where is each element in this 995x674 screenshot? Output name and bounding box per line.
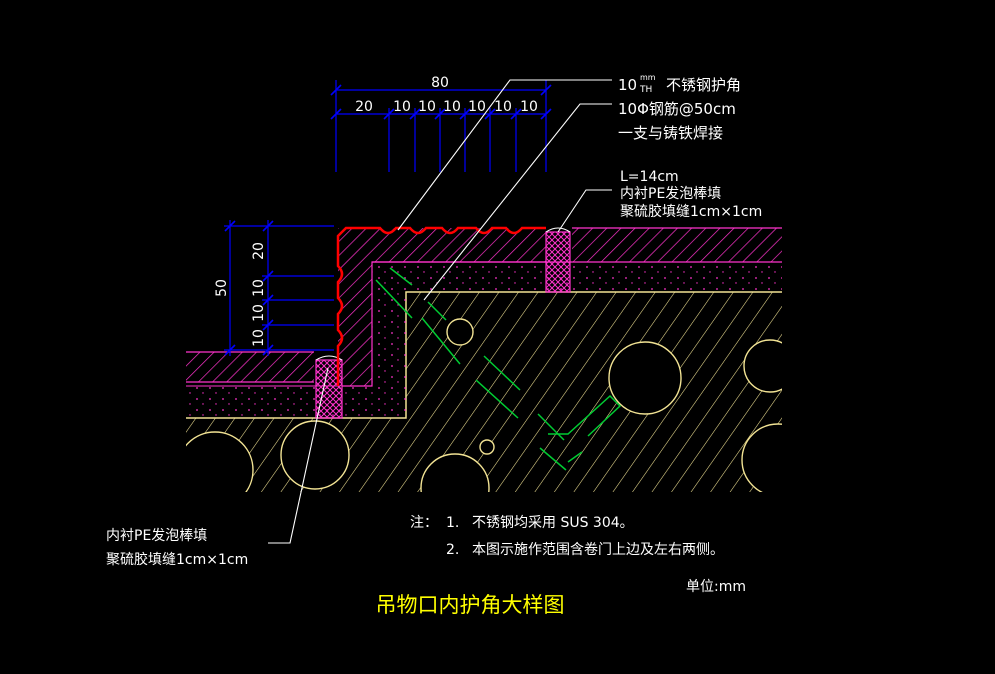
top-dim-seg: 10	[494, 99, 512, 115]
corner-guard-text: 不锈钢护角	[666, 76, 741, 94]
callout-filler-right-line1: 内衬PE发泡棒填	[620, 186, 721, 202]
top-dim-seg: 20	[355, 99, 373, 115]
callout-corner-guard: 10 mm TH 不锈钢护角	[618, 73, 741, 95]
drawing-title: 吊物口内护角大样图	[376, 593, 565, 617]
note-2-text: 本图示施作范围含卷门上边及左右两侧。	[472, 541, 724, 558]
left-dim-seg: 10	[251, 279, 267, 297]
left-dim-seg: 10	[251, 329, 267, 347]
callout-filler-left-line1: 内衬PE发泡棒填	[106, 528, 207, 544]
top-dim-seg: 10	[468, 99, 486, 115]
rebar-anchors	[375, 267, 622, 471]
corner-guard-size: 10	[618, 76, 637, 94]
top-dim-seg: 10	[418, 99, 436, 115]
left-dim-seg: 10	[251, 304, 267, 322]
callout-length: L=14cm	[620, 169, 679, 185]
floor-finish	[186, 227, 782, 383]
left-dim-seg: 20	[251, 242, 267, 260]
top-dim-seg: 10	[393, 99, 411, 115]
sealant-joint-right	[545, 227, 571, 293]
left-dim-total: 50	[214, 279, 230, 297]
top-dim-segments: 20 10 10 10 10 10 10	[355, 99, 538, 115]
note-1-num: 1.	[446, 515, 459, 531]
notes-prefix: 注：	[410, 515, 438, 531]
top-dim-total: 80	[431, 75, 449, 91]
left-dim-segments: 20 10 10 10	[251, 242, 267, 347]
callout-rebar-line2: 一支与铸铁焊接	[618, 124, 723, 142]
top-dimension-chain	[330, 80, 552, 172]
top-dim-seg: 10	[520, 99, 538, 115]
note-2-num: 2.	[446, 542, 459, 558]
callout-filler-left-line2: 聚硫胶填缝1cm×1cm	[106, 551, 248, 568]
corner-guard-unit-bottom: TH	[639, 85, 652, 95]
structural-concrete	[186, 291, 782, 492]
unit-label: 单位:mm	[686, 579, 746, 595]
callout-filler-right-line2: 聚硫胶填缝1cm×1cm	[620, 203, 762, 220]
callout-rebar-line1: 10Φ钢筋@50cm	[618, 100, 736, 118]
corner-guard-unit-top: mm	[640, 73, 656, 82]
leader-lines	[268, 79, 612, 544]
note-1-text: 不锈钢均采用 SUS 304。	[472, 515, 634, 531]
stainless-corner-guard	[336, 226, 546, 387]
left-dimension-chain	[224, 220, 334, 356]
top-dim-seg: 10	[443, 99, 461, 115]
notes-block: 注： 1. 不锈钢均采用 SUS 304。 2. 本图示施作范围含卷门上边及左右…	[410, 515, 746, 595]
mortar-fill	[186, 262, 782, 418]
